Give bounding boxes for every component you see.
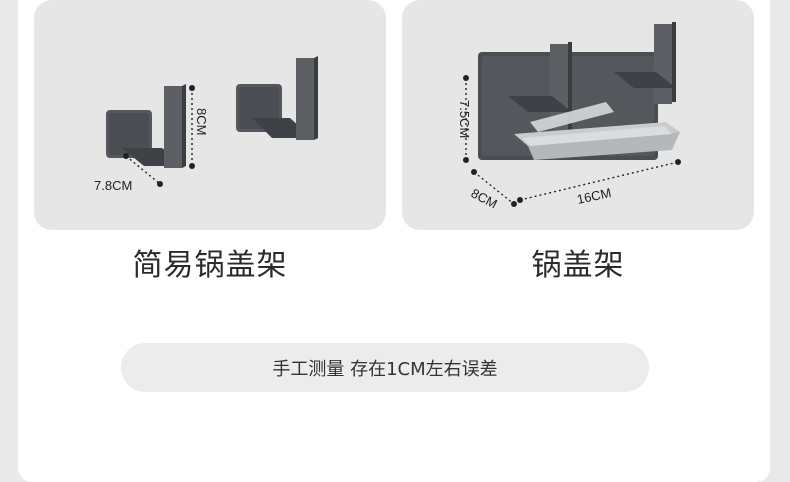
simple-lid-rack-illustration: 8CM 7.8CM xyxy=(94,56,318,193)
measurement-note: 手工测量 存在1CM左右误差 xyxy=(121,343,649,392)
width-dimension-line xyxy=(123,153,163,187)
hook-1-icon xyxy=(106,84,186,168)
rack-width-dimension-line xyxy=(517,159,681,203)
rack-width-label: 16CM xyxy=(576,185,613,207)
product-caption-lid-rack: 锅盖架 xyxy=(531,248,625,283)
measurement-note-text: 手工测量 存在1CM左右误差 xyxy=(272,358,498,380)
width-label: 7.8CM xyxy=(94,178,132,193)
rack-height-dimension-line xyxy=(463,75,469,163)
rack-depth-label: 8CM xyxy=(469,185,500,211)
lid-rack-illustration: 7.5CM 8CM 16CM xyxy=(457,22,681,212)
product-image-lid-rack: 7.5CM 8CM 16CM xyxy=(402,0,754,230)
product-caption-simple-lid-rack: 简易锅盖架 xyxy=(132,248,288,283)
hook-posts-icon xyxy=(508,22,676,136)
hook-2-icon xyxy=(236,56,318,140)
tray-icon xyxy=(514,102,680,160)
height-label: 8CM xyxy=(194,108,209,135)
rack-depth-dimension-line xyxy=(471,169,517,207)
height-dimension-line xyxy=(189,85,195,169)
product-image-simple-lid-rack: 8CM 7.8CM xyxy=(34,0,386,230)
rack-height-label: 7.5CM xyxy=(457,100,472,138)
